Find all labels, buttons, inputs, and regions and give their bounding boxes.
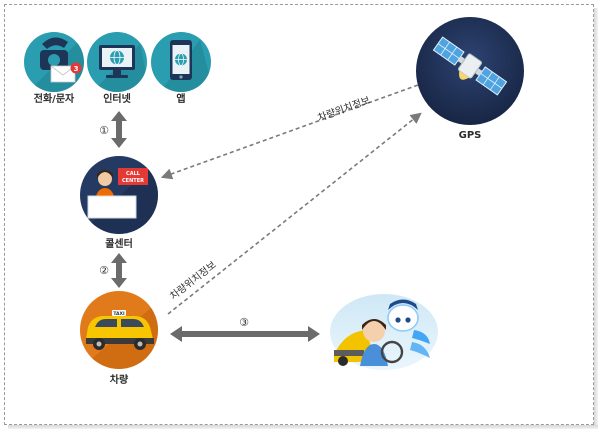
frame-shadow-right bbox=[594, 8, 598, 427]
svg-text:3: 3 bbox=[74, 65, 79, 73]
app-node: 앱 bbox=[151, 32, 211, 105]
taxi-icon: TAXI bbox=[80, 300, 158, 369]
call-center-label: 콜센터 bbox=[105, 237, 133, 250]
step3-label: ③ bbox=[239, 316, 249, 329]
step2-label: ② bbox=[99, 264, 109, 277]
call-center-operator-icon: CALL CENTER bbox=[80, 160, 158, 234]
vehicle-to-gps-edge: 차량위치정보 bbox=[167, 112, 422, 315]
svg-text:CENTER: CENTER bbox=[122, 178, 144, 184]
step2-arrow bbox=[111, 253, 127, 288]
taxi-roof-sign: TAXI bbox=[113, 311, 125, 317]
step1-label: ① bbox=[99, 124, 109, 137]
phone-sms-node: 3 전화/문자 bbox=[24, 32, 84, 105]
call-center-sign-text: CALL bbox=[126, 171, 141, 177]
phone-envelope-icon: 3 bbox=[28, 37, 84, 92]
step1-arrow bbox=[111, 111, 127, 148]
call-center-node: CALL CENTER 콜센터 bbox=[80, 156, 158, 250]
phone-sms-label: 전화/문자 bbox=[34, 92, 75, 105]
gps-to-callcenter-label: 차량위치정보 bbox=[316, 93, 372, 124]
internet-label: 인터넷 bbox=[103, 92, 131, 105]
satellite-icon bbox=[432, 36, 508, 96]
vehicle-node: TAXI 차량 bbox=[80, 291, 158, 386]
gps-label: GPS bbox=[459, 130, 482, 141]
internet-node: 인터넷 bbox=[87, 32, 147, 105]
gps-node: GPS bbox=[416, 17, 524, 141]
monitor-globe-icon bbox=[92, 44, 147, 92]
passenger-in-taxi-illustration bbox=[330, 294, 438, 370]
vehicle-to-gps-label: 차량위치정보 bbox=[167, 258, 219, 302]
smartphone-icon bbox=[160, 40, 211, 92]
gps-to-callcenter-edge: 차량위치정보 bbox=[160, 84, 419, 180]
vehicle-label: 차량 bbox=[110, 373, 129, 386]
step3-arrow bbox=[170, 326, 320, 342]
frame-border bbox=[4, 4, 594, 425]
app-label: 앱 bbox=[176, 93, 185, 105]
frame-shadow-bottom bbox=[8, 425, 598, 429]
